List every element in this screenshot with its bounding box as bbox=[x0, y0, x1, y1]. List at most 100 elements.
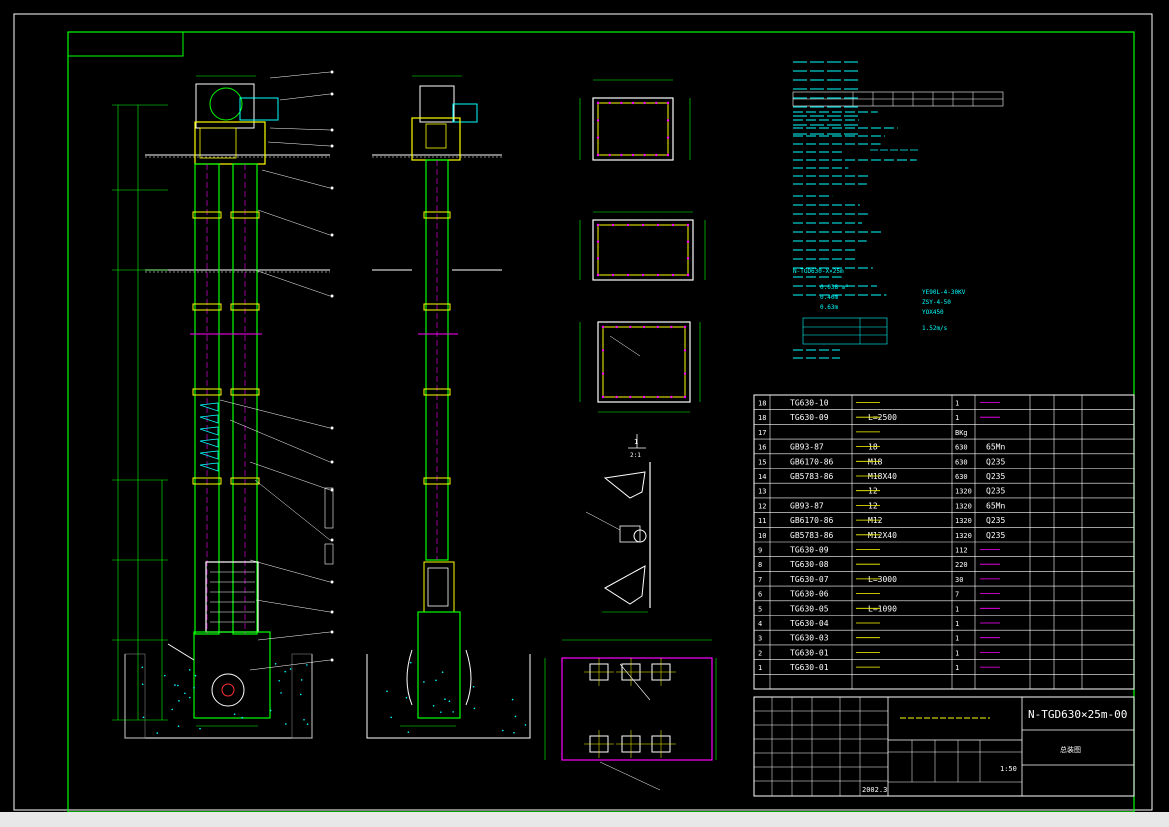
bom-row-qty: 1 bbox=[955, 664, 959, 672]
title-block: N-TGD630×25m-00总装图1:502002.3 bbox=[754, 697, 1134, 796]
foundation-plan-view bbox=[545, 640, 716, 790]
bottom-strip bbox=[0, 812, 1169, 827]
bom-row-no: 16 bbox=[758, 444, 766, 452]
notes-reducer-text: ZSY-4-50 bbox=[922, 299, 951, 306]
bom-row-code: GB93-87 bbox=[790, 501, 824, 510]
bom-row-code: GB6170-86 bbox=[790, 516, 834, 525]
drawing-number: N-TGD630×25m-00 bbox=[1028, 708, 1127, 721]
bom-row: 8 TG630-08 220 bbox=[758, 560, 1000, 569]
bom-row-no: 18 bbox=[758, 400, 766, 408]
bom-row-no: 10 bbox=[758, 532, 766, 540]
bom-row-qty: 1 bbox=[955, 635, 959, 643]
bom-row-code: TG630-01 bbox=[790, 663, 829, 672]
bom-row-name: M18X40 bbox=[868, 472, 897, 481]
bom-row-material: Q235 bbox=[986, 516, 1005, 525]
bom-row-name: L=1090 bbox=[868, 604, 897, 613]
bom-row: 16GB93-871863065Mn bbox=[758, 443, 1005, 452]
bom-row: 18TG630-09L=25001 bbox=[758, 413, 1000, 422]
bom-row: 11 GB6170-86 M12 1320 Q235 bbox=[758, 516, 1005, 525]
notes-speed-text: 1.52m/s bbox=[922, 325, 948, 332]
bom-row-name: M12 bbox=[868, 516, 883, 525]
bom-row-no: 18 bbox=[758, 414, 766, 422]
bom-row-qty: 1320 bbox=[955, 488, 972, 496]
bom-row-no: 1 bbox=[758, 664, 762, 672]
section-ref-label: 1 bbox=[634, 438, 638, 446]
bom-row-qty: 220 bbox=[955, 561, 968, 569]
section-scale-label: 2:1 bbox=[630, 452, 641, 459]
bom-row: 12GB93-8712132065Mn bbox=[758, 501, 1005, 510]
bucket-detail-view: 1 2:1 bbox=[586, 434, 650, 612]
bom-row-code: TG630-09 bbox=[790, 546, 829, 555]
bom-row-qty: 1 bbox=[955, 620, 959, 628]
bom-row-code: TG630-03 bbox=[790, 634, 829, 643]
bom-row-qty: 1 bbox=[955, 605, 959, 613]
technical-notes: N-TGD630-X×25m0.038 m³0.40m0.63mYE90L-4-… bbox=[793, 62, 1003, 358]
bom-row-code: TG630-08 bbox=[790, 560, 829, 569]
bom-row: 15GB6170-86M18630Q235 bbox=[758, 457, 1005, 466]
bom-row: 1 TG630-01 1 bbox=[758, 663, 1000, 672]
bom-row-code: TG630-06 bbox=[790, 590, 829, 599]
bom-row-no: 4 bbox=[758, 620, 762, 628]
bom-row-no: 12 bbox=[758, 502, 766, 510]
bom-row-qty: 7 bbox=[955, 591, 959, 599]
bom-row-qty: 1 bbox=[955, 400, 959, 408]
bom-row-no: 15 bbox=[758, 458, 766, 466]
bom-row-name: M12X40 bbox=[868, 531, 897, 540]
bom-row-no: 5 bbox=[758, 605, 762, 613]
bom-row: 18 TG630-10 1 bbox=[758, 399, 1000, 408]
bom-row: 4 TG630-04 1 bbox=[758, 619, 1000, 628]
bom-row: 9TG630-09112 bbox=[758, 546, 1000, 555]
bom-row-no: 13 bbox=[758, 488, 766, 496]
front-elevation-view bbox=[112, 71, 334, 739]
bom-row-no: 11 bbox=[758, 517, 766, 525]
bom-row-material: Q235 bbox=[986, 472, 1005, 481]
bom-row-name: 18 bbox=[868, 443, 878, 452]
bom-row: 17 BKg bbox=[758, 429, 968, 437]
bom-row-qty: 112 bbox=[955, 547, 968, 555]
drawing-border bbox=[14, 14, 1152, 812]
bom-row-qty: 30 bbox=[955, 576, 963, 584]
bom-row: 7 TG630-07 L=3000 30 bbox=[758, 575, 1000, 584]
bom-row-no: 2 bbox=[758, 649, 762, 657]
drawing-title: 总装图 bbox=[1060, 745, 1081, 754]
bom-table: 18TG630-10118TG630-09L=2500117BKg16GB93-… bbox=[754, 395, 1134, 689]
bom-row-code: GB5783-86 bbox=[790, 531, 834, 540]
bom-row-code: TG630-04 bbox=[790, 619, 829, 628]
bom-row-code: TG630-07 bbox=[790, 575, 829, 584]
bom-row-code: TG630-10 bbox=[790, 399, 829, 408]
bom-row-no: 6 bbox=[758, 591, 762, 599]
bom-row-qty: 1320 bbox=[955, 502, 972, 510]
bom-row-name: L=2500 bbox=[868, 413, 897, 422]
bom-row-qty: BKg bbox=[955, 429, 968, 437]
bom-row-qty: 630 bbox=[955, 473, 968, 481]
bom-row-code: GB5783-86 bbox=[790, 472, 834, 481]
bom-row-name: M18 bbox=[868, 457, 883, 466]
bom-row-qty: 1320 bbox=[955, 532, 972, 540]
bom-row-no: 7 bbox=[758, 576, 762, 584]
notes-motor-text: YE90L-4-30KV bbox=[922, 289, 966, 296]
bom-row-no: 8 bbox=[758, 561, 762, 569]
bom-row-name: L=3000 bbox=[868, 575, 897, 584]
bom-row-name: 12 bbox=[868, 487, 878, 496]
bom-row-material: Q235 bbox=[986, 487, 1005, 496]
bom-row: 5TG630-05L=10901 bbox=[758, 604, 1000, 613]
bom-row-no: 3 bbox=[758, 635, 762, 643]
bom-row: 14GB5783-86M18X40630Q235 bbox=[758, 472, 1005, 481]
bom-row: 13 12 1320 Q235 bbox=[758, 487, 1005, 496]
flange-section-views bbox=[580, 80, 705, 412]
drawing-scale: 1:50 bbox=[1000, 765, 1017, 773]
bom-row-qty: 1320 bbox=[955, 517, 972, 525]
notes-model-text: N-TGD630-X×25m bbox=[793, 268, 844, 275]
bom-row-qty: 630 bbox=[955, 444, 968, 452]
bom-row: 6 TG630-06 7 bbox=[758, 590, 1000, 599]
side-elevation-view bbox=[367, 76, 530, 738]
bom-row: 10GB5783-86M12X401320Q235 bbox=[758, 531, 1005, 540]
bom-row-material: 65Mn bbox=[986, 501, 1005, 510]
bom-row-material: 65Mn bbox=[986, 443, 1005, 452]
notes-volume-1: 0.038 m³ bbox=[820, 284, 849, 291]
bom-row-material: Q235 bbox=[986, 457, 1005, 466]
bom-row-code: GB6170-86 bbox=[790, 457, 834, 466]
bom-row-code: TG630-09 bbox=[790, 413, 829, 422]
bom-row-no: 17 bbox=[758, 429, 766, 437]
